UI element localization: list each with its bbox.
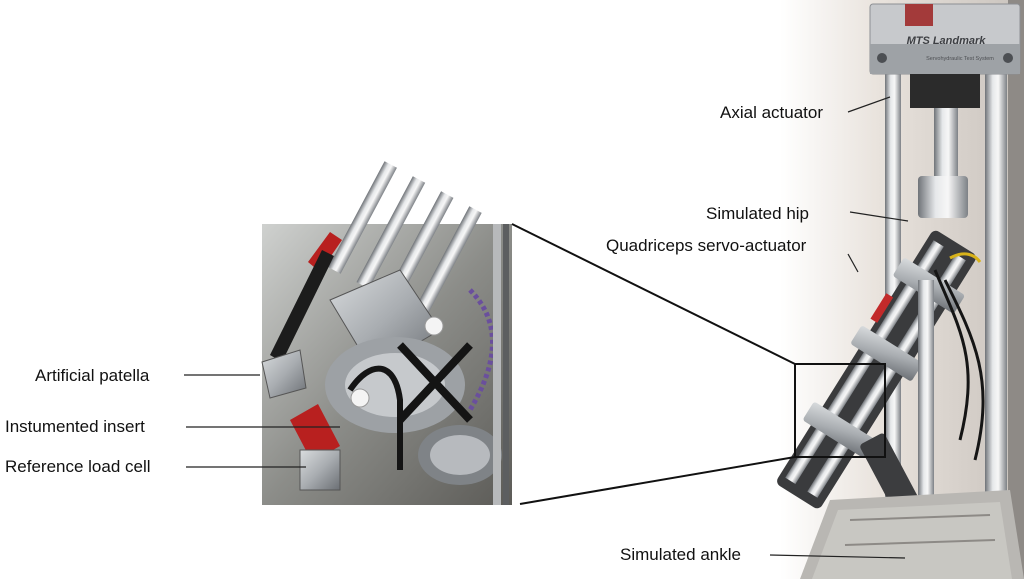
test-rig-photo <box>777 0 1024 579</box>
zoom-inset-photo <box>261 161 512 505</box>
label-axial-actuator: Axial actuator <box>720 103 823 122</box>
leader-lines <box>184 96 909 559</box>
label-quadriceps: Quadriceps servo-actuator <box>606 236 807 255</box>
label-artificial-patella: Artificial patella <box>35 366 150 385</box>
label-instrumented-insert: Instumented insert <box>5 417 145 436</box>
label-simulated-hip: Simulated hip <box>706 204 810 223</box>
rig-sub-text: Servohydraulic Test System <box>926 56 994 62</box>
rig-brand-text: MTS Landmark <box>907 35 987 47</box>
label-simulated-ankle: Simulated ankle <box>620 545 741 564</box>
zoom-callout <box>511 223 886 505</box>
label-reference-load-cell: Reference load cell <box>5 457 151 476</box>
